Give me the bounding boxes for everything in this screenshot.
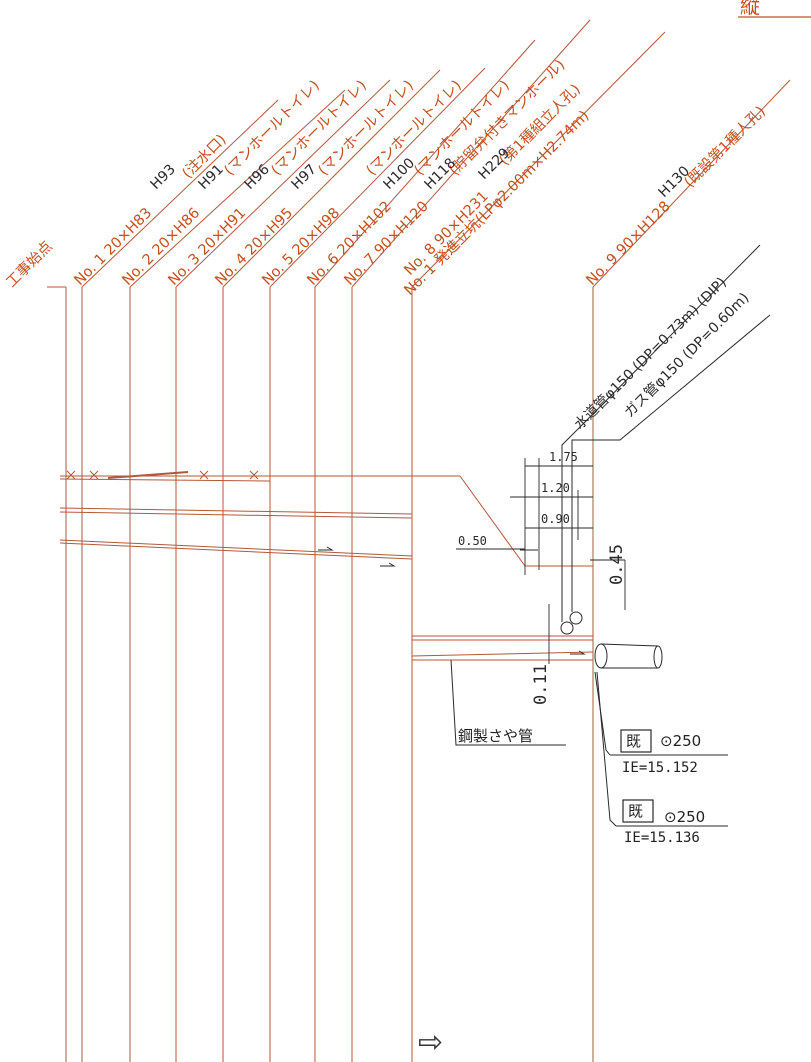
station-label-no9: No. 9 90×H128 (584, 199, 674, 289)
station-label-start: 工事始点 (3, 238, 56, 291)
existing-label-1: 既 ⊙250 IE=15.152 (594, 671, 728, 776)
leader-no3 (175, 79, 391, 288)
station-hold-no4: H97 (289, 161, 320, 192)
water-leader (561, 244, 761, 622)
existing-size-2: ⊙250 (664, 808, 705, 826)
station-hold-no3: H96 (242, 161, 273, 192)
existing-pipe (594, 643, 663, 669)
leader-no8 (411, 31, 666, 288)
station-hold-no1: H93 (148, 161, 179, 192)
leader-no5 (269, 67, 486, 288)
existing-badge-1: 既 (626, 732, 641, 750)
existing-ie-2: IE=15.136 (624, 830, 700, 846)
existing-size-1: ⊙250 (660, 732, 701, 750)
sleeve-leader (450, 659, 566, 746)
station-labels: 工事始点 No. 1 20×H83 (注水口) H93 No. 2 20×H86… (3, 56, 769, 299)
leader-no6 (314, 39, 536, 288)
dimension-0-11: 0.11 (531, 664, 551, 705)
dimension-0-90: 0.90 (541, 512, 570, 526)
dimension-0-45: 0.45 (607, 544, 627, 585)
leader-no2 (129, 89, 346, 288)
ground-crosses (66, 470, 259, 480)
station-leaders (47, 19, 791, 288)
gas-pipe-circle (569, 611, 583, 625)
corner-title: 縦 (740, 0, 760, 18)
leader-no4 (222, 69, 441, 288)
leader-no9 (592, 79, 791, 288)
dimension-0-50: 0.50 (458, 534, 487, 548)
dimension-1-20: 1.20 (541, 481, 570, 495)
existing-badge-2: 既 (628, 802, 643, 820)
sleeve-pipe-label: 鋼製さや管 (458, 727, 533, 745)
existing-label-2: 既 ⊙250 IE=15.136 (596, 671, 728, 846)
station-note-no9: (既設第1種人孔) (680, 102, 769, 191)
station-label-no8: No. 8 90×H231 (402, 189, 492, 279)
water-pipe-label: 水道管φ150 (DP=0.73m) (DIP) (572, 275, 730, 433)
pipe-profile (59, 507, 594, 661)
gas-leader (571, 314, 771, 612)
dimension-1-75: 1.75 (549, 450, 578, 464)
station-lines (65, 287, 594, 1062)
dimension-lines (456, 458, 626, 664)
utility-pipes (560, 244, 771, 635)
flow-arrows (318, 546, 586, 655)
leader-no1 (81, 99, 279, 288)
direction-arrow-icon: ⇨ (418, 1025, 443, 1060)
existing-ie-1: IE=15.152 (622, 760, 698, 776)
leader-no7 (351, 19, 591, 288)
water-pipe-circle (560, 621, 574, 635)
